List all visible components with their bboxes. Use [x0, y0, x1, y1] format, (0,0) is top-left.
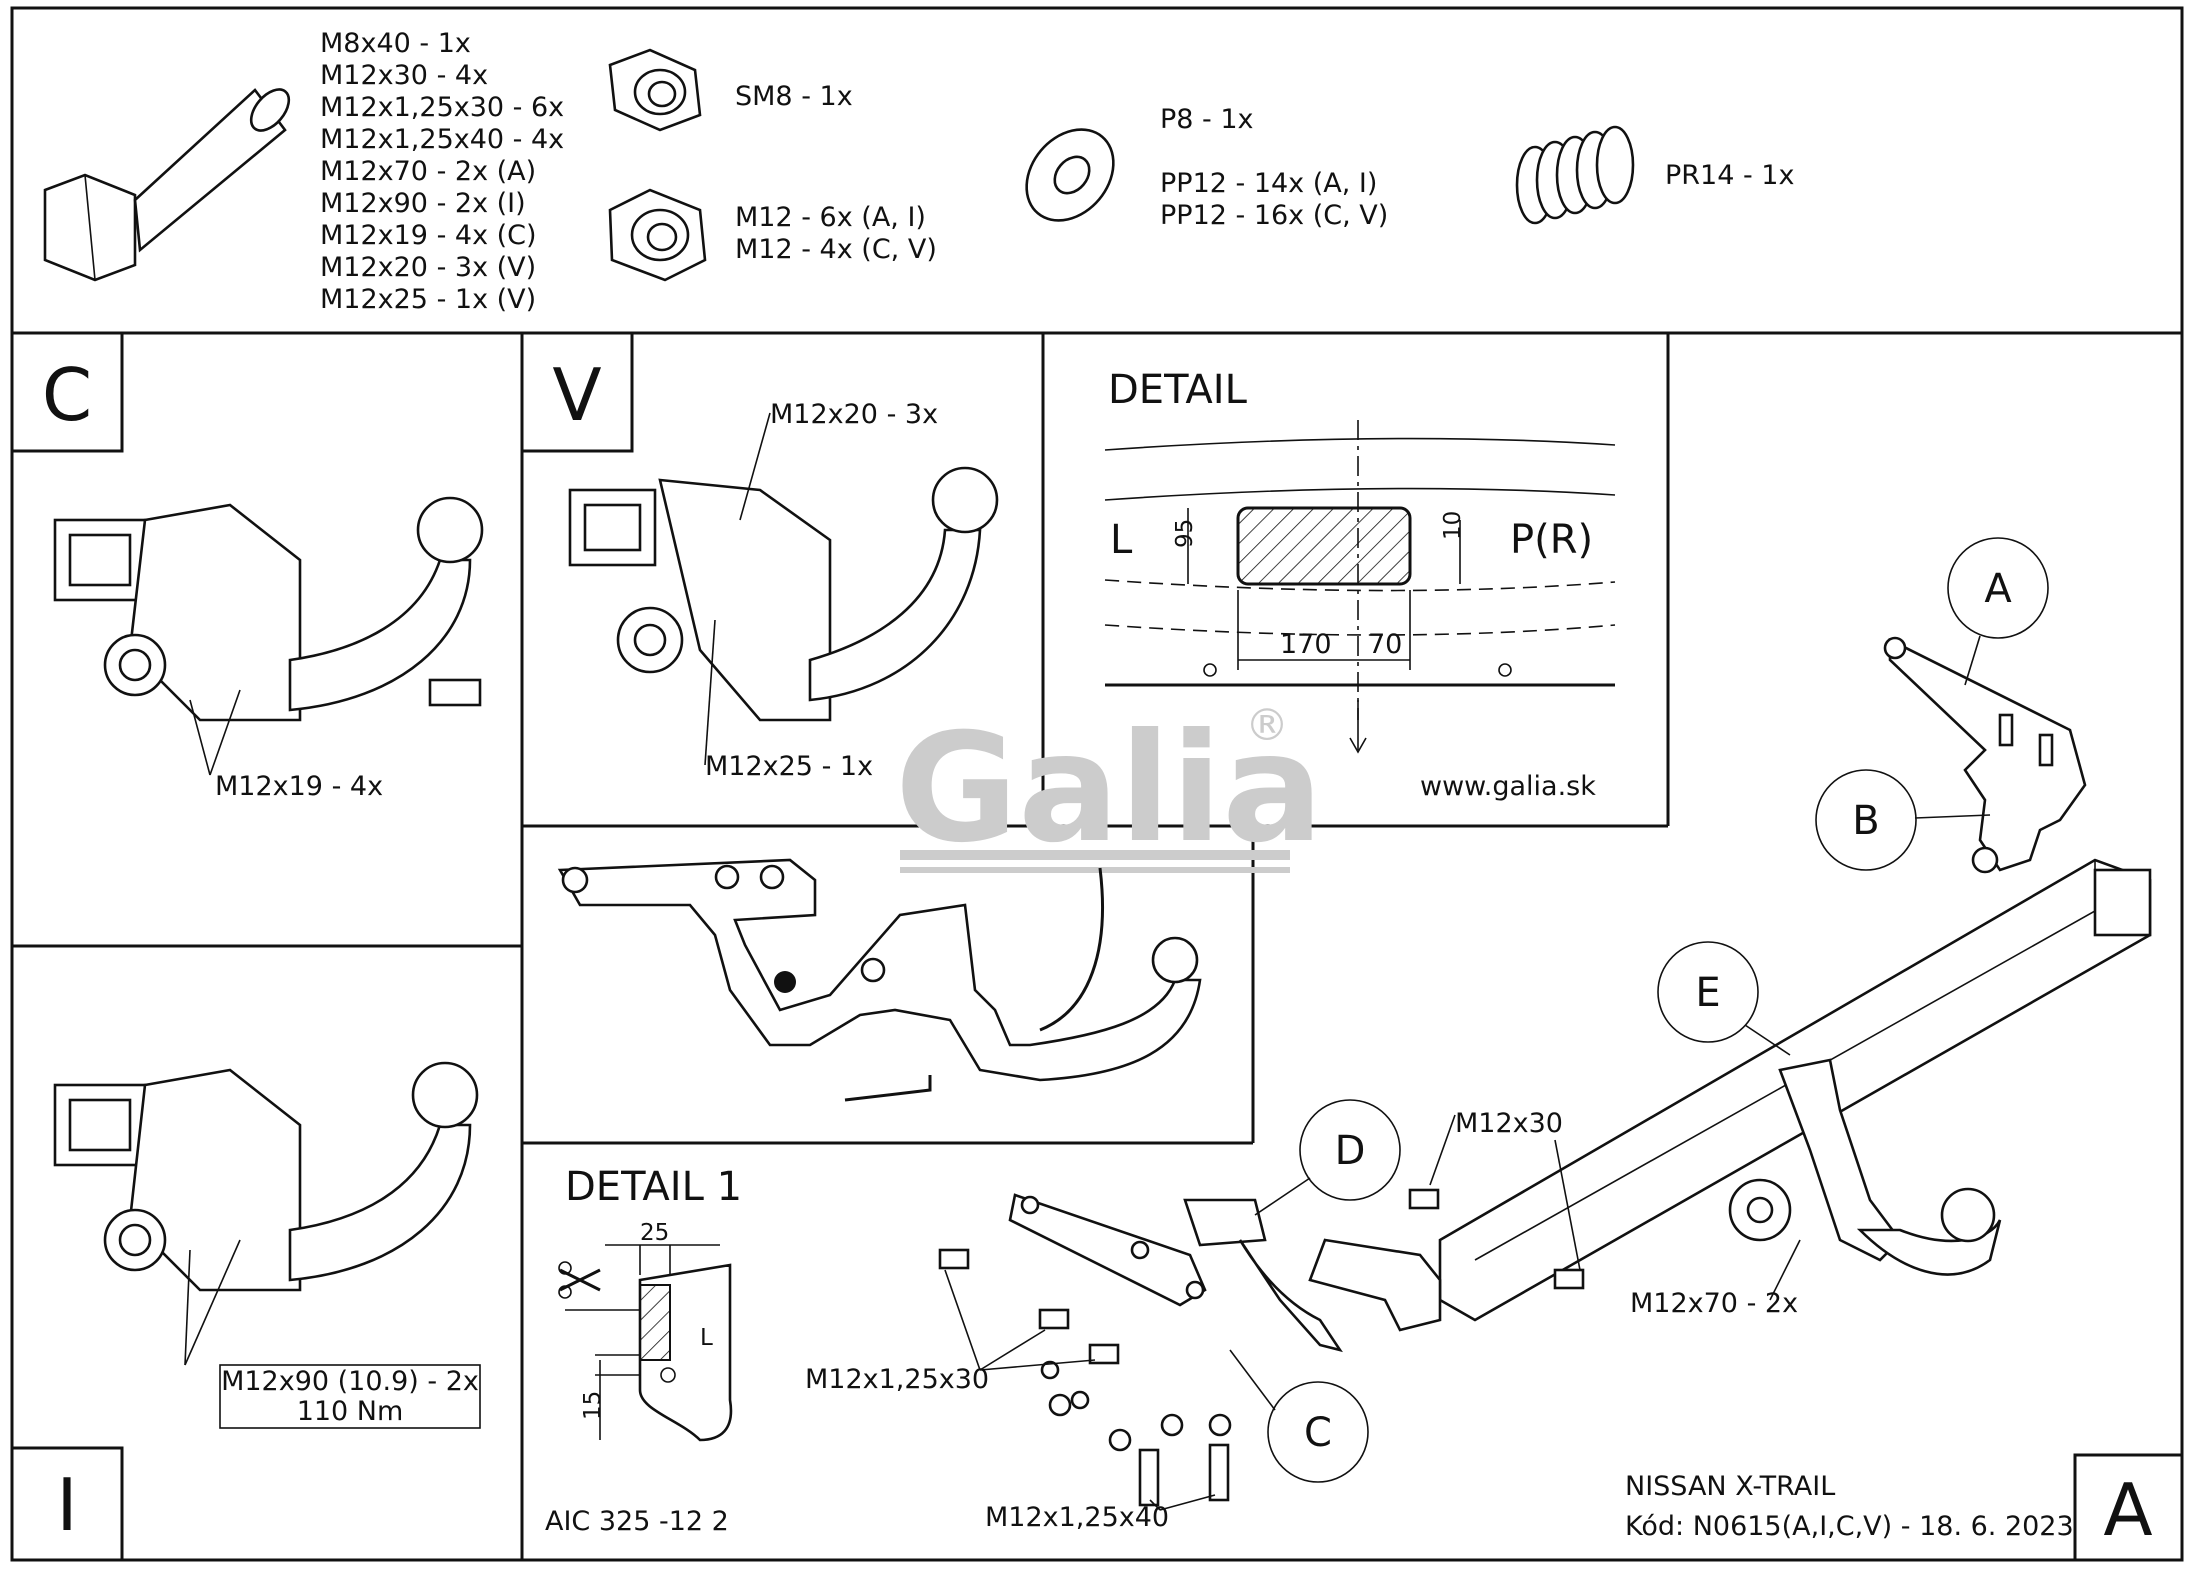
assembly-drawing — [938, 636, 2152, 1507]
panel-v-letter: V — [552, 353, 601, 437]
spring-label: PR14 - 1x — [1665, 160, 1794, 191]
svg-text:M8x40 - 1x: M8x40 - 1x — [320, 28, 471, 59]
panel-i-label-box — [219, 1364, 481, 1429]
assembly-m12x70-label: M12x70 - 2x — [1630, 1288, 1798, 1319]
nut-m12-label-1: M12 - 6x (A, I) — [735, 202, 926, 233]
svg-text:M12x1,25x30 - 6x: M12x1,25x30 - 6x — [320, 92, 564, 123]
svg-text:M12x20 - 3x (V): M12x20 - 3x (V) — [320, 252, 536, 283]
detail-right-label: P(R) — [1510, 517, 1593, 563]
svg-text:A: A — [1984, 566, 2012, 612]
outer-frame — [10, 6, 2184, 1562]
svg-text:M12x30 - 4x: M12x30 - 4x — [320, 60, 488, 91]
detail-title: DETAIL — [1108, 367, 1248, 413]
svg-text:D: D — [1335, 1128, 1366, 1174]
hitch-drawing-i — [53, 1061, 479, 1366]
callout-a: A — [1947, 537, 2049, 686]
detail1-dim-25: 25 — [640, 1220, 669, 1246]
vehicle-model: NISSAN X-TRAIL — [1625, 1471, 1835, 1502]
hitch-drawing-c — [53, 496, 484, 722]
callout-b: B — [1815, 769, 1991, 871]
panel-a-letter-box — [2073, 1453, 2184, 1562]
washer-pp12-label-2: PP12 - 16x (C, V) — [1160, 200, 1388, 231]
panel-v-bolt-top-label: M12x20 - 3x — [770, 399, 938, 430]
detail1-dim-15: 15 — [580, 1391, 606, 1420]
hitch-drawing-v — [568, 466, 999, 722]
detail-website: www.galia.sk — [1420, 771, 1596, 802]
panel-a-letter: A — [2103, 1468, 2152, 1552]
panel-c-bolt-label: M12x19 - 4x — [215, 771, 383, 802]
detail1-title: DETAIL 1 — [565, 1164, 742, 1210]
svg-text:M12x1,25x40 - 4x: M12x1,25x40 - 4x — [320, 124, 564, 155]
assembly-m12x30-label: M12x30 — [1455, 1108, 1563, 1139]
aic-code: AIC 325 -12 2 — [545, 1506, 729, 1537]
assembly-m12x125x30-label: M12x1,25x30 — [805, 1364, 989, 1395]
detail-dimensions — [1187, 508, 1461, 670]
panel-i-letter-box — [10, 1446, 124, 1562]
callout-c: C — [1229, 1349, 1369, 1483]
bumper-lines — [1104, 420, 1616, 754]
svg-text:C: C — [1304, 1410, 1332, 1456]
assembly-m12x125x40-label: M12x1,25x40 — [985, 1502, 1169, 1533]
detail-dim-70: 70 — [1368, 629, 1402, 660]
spring-icon — [1515, 125, 1635, 225]
panel-i-bolt-label: M12x90 (10.9) - 2x — [221, 1366, 479, 1397]
panel-c-letter-box — [10, 331, 124, 453]
panel-v-letter-box — [520, 331, 634, 453]
product-code: Kód: N0615(A,I,C,V) - 18. 6. 2023 — [1625, 1511, 2074, 1542]
panel-i-letter: I — [56, 1463, 77, 1547]
svg-text:M12x70 - 2x (A): M12x70 - 2x (A) — [320, 156, 536, 187]
callout-d: D — [1254, 1099, 1401, 1216]
detail1-drawing — [558, 1244, 733, 1442]
svg-text:E: E — [1695, 970, 1720, 1016]
side-view-drawing — [557, 858, 1202, 1102]
galia-registered-mark: ® — [1245, 700, 1289, 751]
panel-c-letter: C — [42, 353, 92, 437]
detail1-l-label: L — [700, 1325, 713, 1351]
nut-m12-label-2: M12 - 4x (C, V) — [735, 234, 937, 265]
washer-icon — [1025, 128, 1115, 222]
detail-dim-170: 170 — [1280, 629, 1332, 660]
svg-text:M12x19 - 4x (C): M12x19 - 4x (C) — [320, 220, 537, 251]
bolt-list: M8x40 - 1x M12x30 - 4x M12x1,25x30 - 6x … — [320, 28, 564, 315]
bolt-drawing — [43, 88, 291, 282]
nut-sm8-icon — [608, 48, 702, 132]
washer-p8-label: P8 - 1x — [1160, 104, 1254, 135]
detail-dim-10: 10 — [1440, 511, 1466, 540]
panel-v-bolt-bottom-label: M12x25 - 1x — [705, 751, 873, 782]
svg-text:M12x90 - 2x (I): M12x90 - 2x (I) — [320, 188, 526, 219]
detail-dim-95: 95 — [1172, 519, 1198, 548]
detail-left-label: L — [1110, 517, 1133, 563]
nut-sm8-label: SM8 - 1x — [735, 81, 853, 112]
hitch-cutout — [1236, 506, 1412, 586]
panel-i-torque-label: 110 Nm — [297, 1396, 404, 1427]
washer-pp12-label-1: PP12 - 14x (A, I) — [1160, 168, 1377, 199]
galia-logo: Galia — [895, 702, 1323, 876]
nut-m12-icon — [608, 188, 707, 282]
svg-text:B: B — [1852, 798, 1879, 844]
svg-text:M12x25 - 1x (V): M12x25 - 1x (V) — [320, 284, 536, 315]
callout-e: E — [1657, 941, 1791, 1056]
